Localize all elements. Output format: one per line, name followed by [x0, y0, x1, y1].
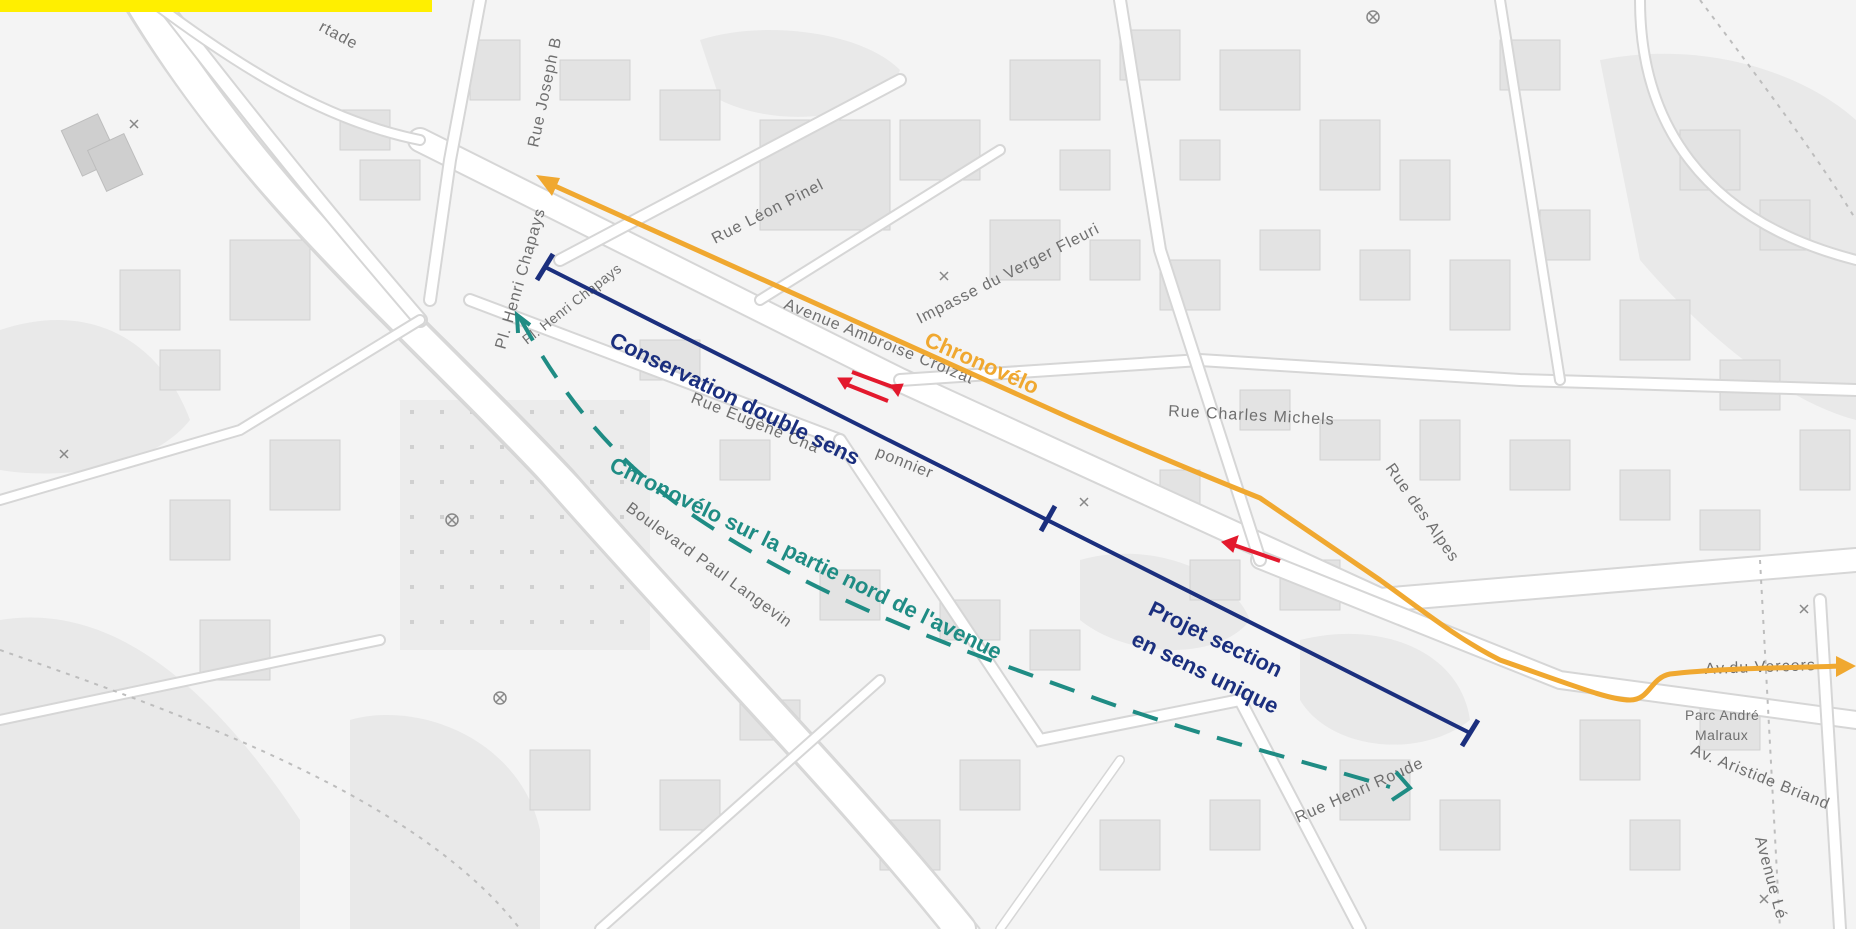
chronovelo-east-arrowhead: [1836, 656, 1856, 677]
blue-route-mid-cap: [1038, 504, 1058, 533]
two-way-arrows-icon: [837, 370, 904, 403]
one-way-arrow-icon: [1221, 535, 1281, 563]
blue-route-start-cap: [534, 252, 556, 282]
blue-route: [534, 252, 1481, 748]
street-label-parc-malraux-2: Malraux: [1695, 727, 1748, 743]
header-highlight: [0, 0, 432, 12]
circle-cross-icon: [445, 513, 459, 527]
circle-cross-icon: [493, 691, 507, 705]
teal-route-start-arrowhead: [514, 310, 532, 334]
buildings: [60, 29, 1851, 871]
blue-route-end-cap: [1459, 718, 1481, 748]
circle-cross-icon: [1366, 10, 1380, 24]
teal-route: [514, 310, 1414, 802]
poi-icons: [59, 10, 1809, 904]
chronovelo-route: [536, 175, 1856, 703]
street-label-parc-malraux: Parc André: [1685, 707, 1759, 723]
chronovelo-west-arrowhead: [536, 175, 560, 196]
teal-route-end-arrowhead: [1390, 770, 1414, 802]
